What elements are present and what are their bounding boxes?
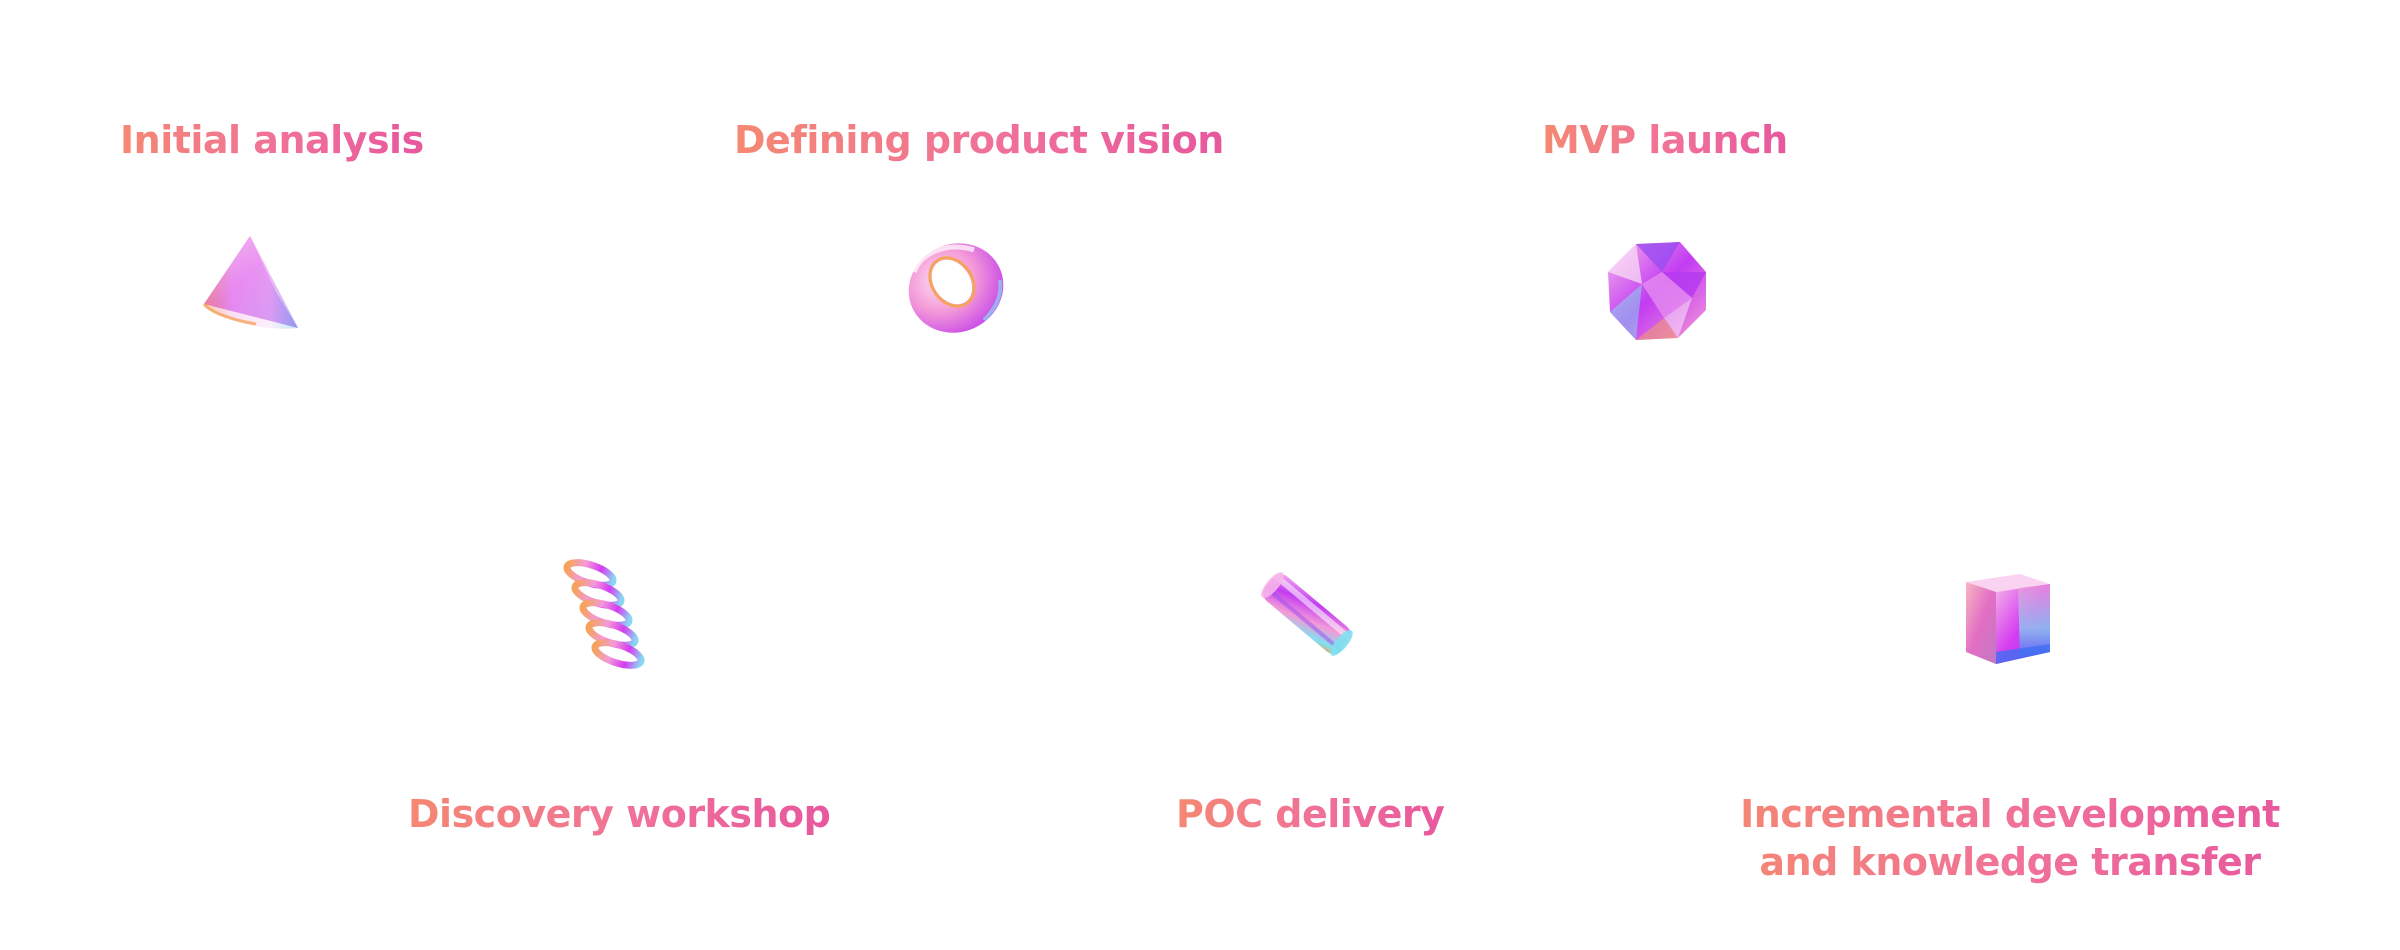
cone-icon bbox=[192, 232, 304, 336]
step-title-incremental-development: Incremental development and knowledge tr… bbox=[1720, 790, 2300, 886]
prism-cylinder-icon bbox=[1252, 564, 1362, 664]
step-title-poc-delivery: POC delivery bbox=[1176, 792, 1445, 836]
torus-icon bbox=[900, 236, 1012, 340]
step-title-discovery-workshop: Discovery workshop bbox=[408, 792, 831, 836]
step-title-defining-product-vision: Defining product vision bbox=[734, 118, 1224, 162]
step-title-initial-analysis: Initial analysis bbox=[120, 118, 424, 162]
gem-icon bbox=[1602, 238, 1714, 344]
cube-icon bbox=[1958, 560, 2058, 668]
spring-icon bbox=[552, 559, 648, 669]
step-title-mvp-launch: MVP launch bbox=[1542, 118, 1788, 162]
